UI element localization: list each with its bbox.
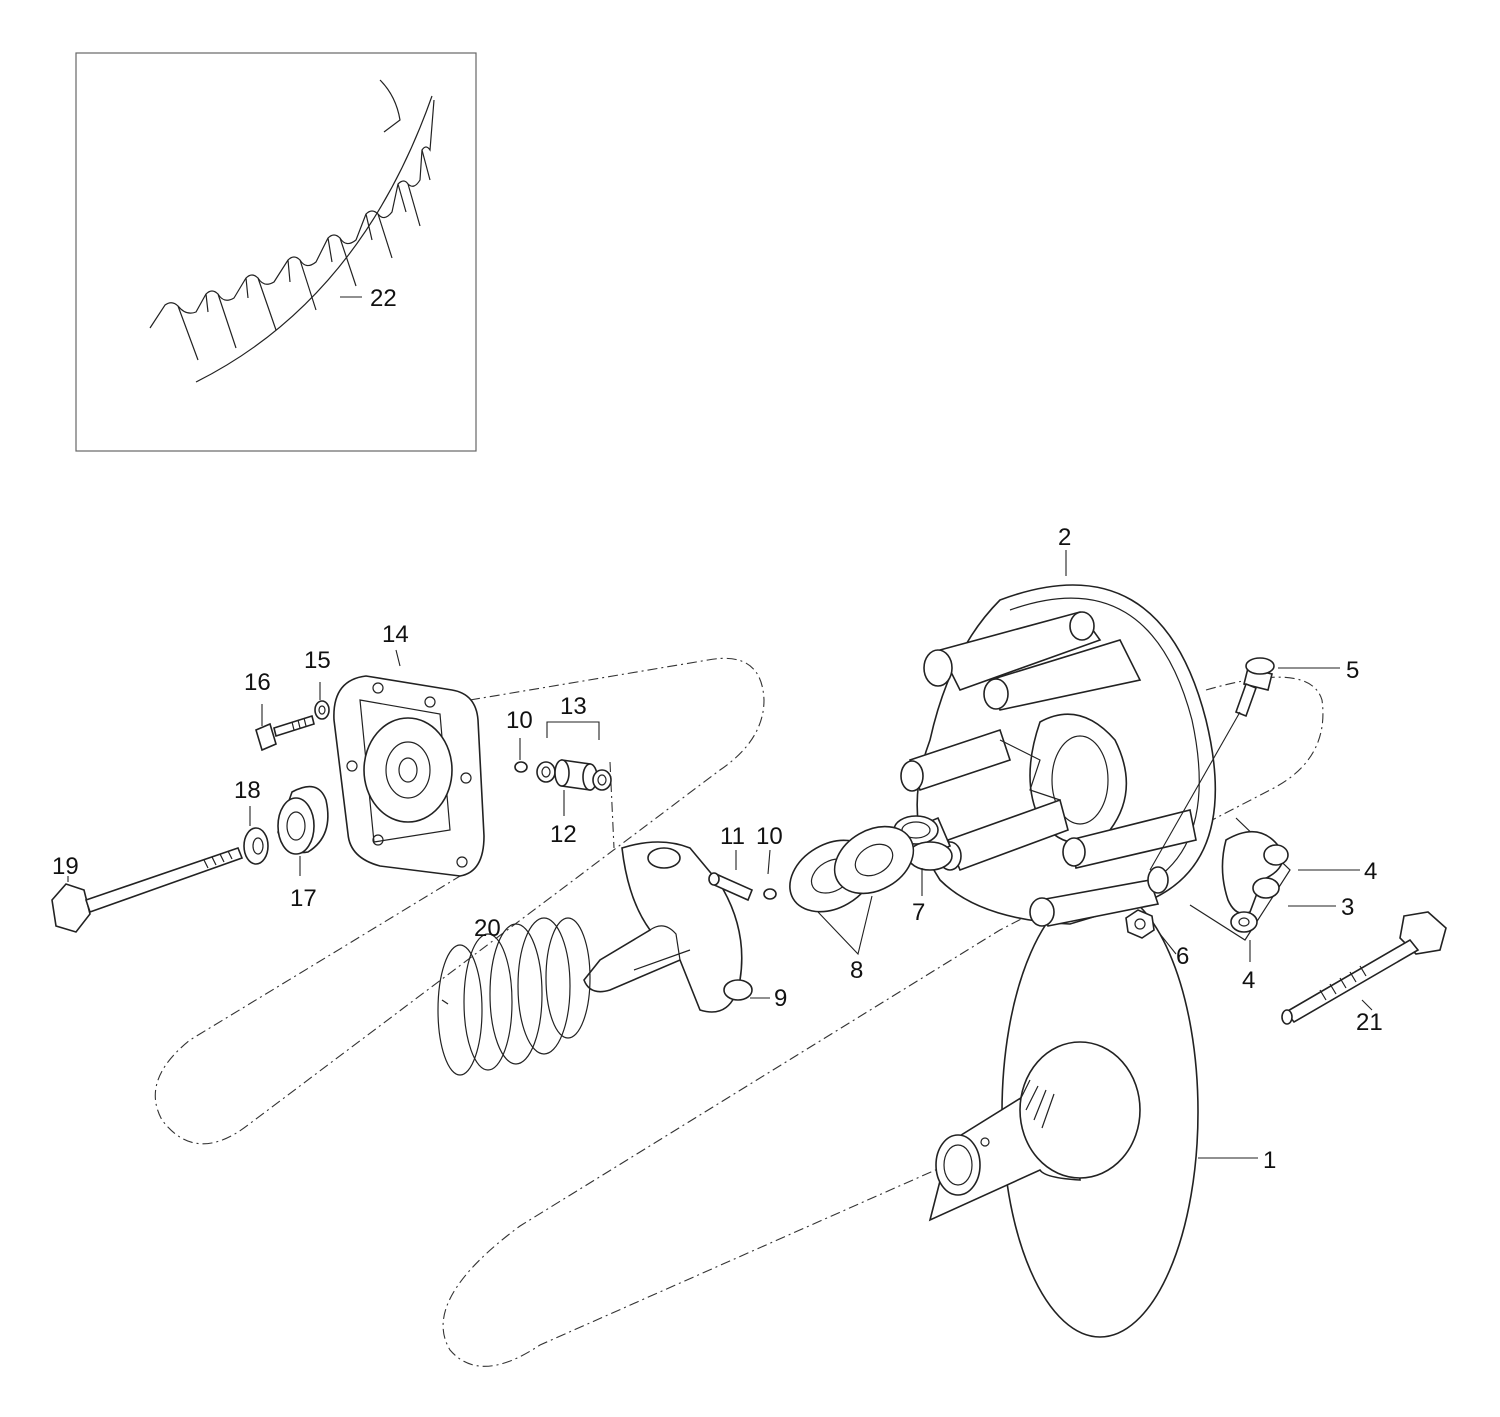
callout-22: 22 (370, 285, 397, 312)
callout-3: 3 (1341, 894, 1354, 921)
callout-8: 8 (850, 957, 863, 984)
part-14-cover (333, 675, 485, 877)
part-11-pin (708, 872, 754, 902)
callout-10-right: 10 (756, 823, 783, 850)
callout-18: 18 (234, 777, 261, 804)
leader-lines (67, 296, 1373, 1159)
callout-7: 7 (912, 899, 925, 926)
callout-10-left: 10 (506, 707, 533, 734)
callout-labels: 22 1 2 3 4 4 5 6 7 8 9 10 10 11 12 13 14… (52, 285, 1383, 1174)
part-21-bolt (1281, 911, 1447, 1025)
part-10-button (514, 761, 528, 773)
part-18-washer (243, 827, 269, 865)
callout-15: 15 (304, 647, 331, 674)
part-8-washers (789, 825, 915, 913)
belt-inset (75, 52, 477, 452)
part-3-4-roller-arm (1189, 817, 1291, 941)
callout-17: 17 (290, 885, 317, 912)
part-1-fixed-sheave (928, 886, 1199, 1338)
part-17-bushing (277, 785, 329, 855)
callout-6: 6 (1176, 943, 1189, 970)
part-2-movable-sheave (900, 584, 1217, 927)
part-12-13-roller-set (536, 721, 612, 791)
part-16-bolt (255, 714, 315, 752)
part-20-spring (437, 917, 591, 1076)
callout-12: 12 (550, 821, 577, 848)
part-19-bolt (51, 846, 244, 933)
callout-19: 19 (52, 853, 79, 880)
callout-1: 1 (1263, 1147, 1276, 1174)
part-10b-button (763, 888, 777, 900)
callout-9: 9 (774, 985, 787, 1012)
callout-21: 21 (1356, 1009, 1383, 1036)
callout-2: 2 (1058, 524, 1071, 551)
part-6-nut (1125, 909, 1155, 939)
callout-4-upper: 4 (1364, 858, 1377, 885)
part-5-cap-screw (1149, 657, 1275, 871)
callout-20: 20 (474, 915, 501, 942)
callout-4-lower: 4 (1242, 967, 1255, 994)
part-9-spider (583, 841, 753, 1013)
callout-13: 13 (560, 693, 587, 720)
part-15-lockwasher (314, 700, 330, 720)
callout-5: 5 (1346, 657, 1359, 684)
callout-16: 16 (244, 669, 271, 696)
callout-14: 14 (382, 621, 409, 648)
callout-11: 11 (720, 823, 745, 850)
